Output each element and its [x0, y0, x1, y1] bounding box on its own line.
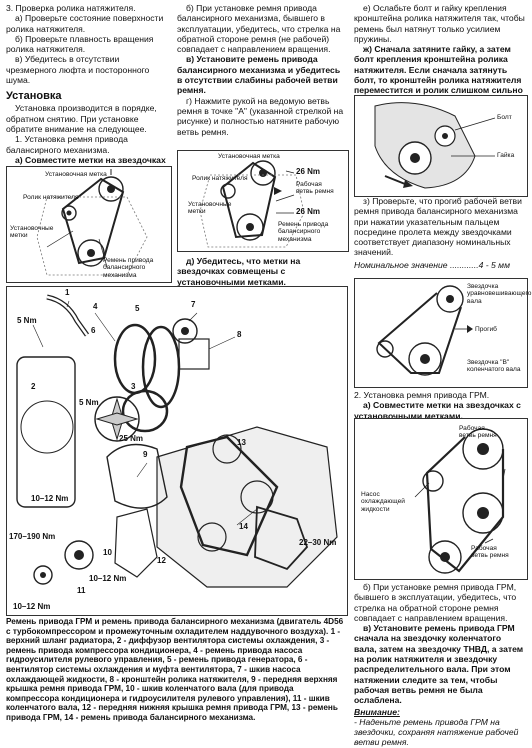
- label-balancer-sprocket: Звездочка уравновешивающего вала: [467, 283, 532, 305]
- torque-10-12nm-bottom: 10–12 Nm: [13, 602, 51, 611]
- figure-balancer-belt-left: Установочная метка Ролик натяжителя Уста…: [6, 166, 172, 283]
- torque-5nm-center: 5 Nm: [79, 398, 99, 407]
- torque-22-30nm: 22–30 Nm: [299, 538, 337, 547]
- label-bolt: Болт: [497, 114, 512, 121]
- paragraph: 2. Установка ремня привода ГРМ.: [354, 390, 490, 400]
- bolt-nut-drawing: [374, 102, 496, 189]
- paragraph: б) При установке ремня привода ГРМ, бывш…: [354, 582, 517, 623]
- paragraph: д) Убедитесь, что метки на звездочках со…: [177, 256, 301, 287]
- figure-caption: Ремень привода ГРМ и ремень привода бала…: [6, 617, 346, 723]
- middle-text-column: б) При установке ремня привода балансирн…: [177, 3, 347, 137]
- right-text-column-mid: з) Проверьте, что прогиб рабочей ветви р…: [354, 196, 526, 270]
- paragraph: б) При установке ремня привода балансирн…: [177, 3, 341, 55]
- paragraph: в) Установите ремень привода ГРМ сначала…: [354, 623, 524, 706]
- note-title: Внимание:: [354, 706, 400, 717]
- torque-26nm-upper: 26 Nm: [296, 167, 321, 176]
- paragraph: г) Нажмите рукой на ведомую ветвь ремня …: [177, 95, 344, 137]
- label-water-pump: Насос охлаждающей жидкости: [361, 491, 405, 513]
- paragraph: а) Совместите метки на звездочках с уста…: [354, 400, 521, 421]
- figure-timing-belt: Рабочая ветвь ремня Насос охлаждающей жи…: [354, 418, 528, 580]
- label-setting-marks: Установочные метки: [188, 201, 232, 216]
- part-number-4: 4: [93, 302, 98, 311]
- torque-25nm: 25 Nm: [119, 434, 144, 443]
- label-balancer-belt: Ремень привода балансирного механизма: [278, 221, 329, 243]
- right-text-column-bottom: б) При установке ремня привода ГРМ, бывш…: [354, 582, 526, 748]
- label-working-side-lower: Рабочая ветвь ремня: [471, 545, 509, 560]
- balancer-belt-drawing: [36, 169, 148, 276]
- exploded-drawing: [16, 294, 338, 588]
- balancer-belt-torque-drawing: [199, 160, 305, 248]
- label-setting-marks: Установочные метки: [10, 225, 54, 240]
- figure-belt-deflection: Звездочка уравновешивающего вала Прогиб …: [354, 278, 532, 388]
- paragraph: б) Проверьте плавность вращения ролика н…: [6, 33, 154, 55]
- part-number-11: 11: [77, 586, 86, 595]
- timing-belt-drawing: [414, 428, 506, 574]
- label-setting-mark: Установочная метка: [45, 171, 107, 178]
- note-text: - Наденьте ремень привода ГРМ на звездоч…: [354, 716, 519, 748]
- paragraph: з) Проверьте, что прогиб рабочей ветви р…: [354, 196, 522, 258]
- caption-text: Ремень привода ГРМ и ремень привода бала…: [6, 617, 344, 722]
- part-number-10: 10: [103, 548, 112, 557]
- right-text-column: е) Ослабьте болт и гайку крепления кронш…: [354, 3, 526, 106]
- paragraph: в) Установите ремень привода балансирног…: [177, 54, 341, 96]
- part-number-14: 14: [239, 522, 248, 531]
- nominal-value: Номинальное значение ............4 - 5 м…: [354, 259, 510, 270]
- part-number-13: 13: [237, 438, 246, 447]
- part-number-5: 5: [135, 304, 140, 313]
- label-working-side-upper: Рабочая ветвь ремня: [459, 425, 497, 440]
- label-tensioner-pulley: Ролик натяжителя: [192, 175, 248, 182]
- paragraph: 1. Установка ремня привода балансирного …: [6, 134, 128, 155]
- right-text-column-sec2: 2. Установка ремня привода ГРМ. а) Совме…: [354, 390, 526, 421]
- torque-5nm-left: 5 Nm: [17, 316, 37, 325]
- label-setting-mark: Установочная метка: [218, 153, 280, 160]
- section-heading: Установка: [6, 90, 62, 103]
- label-tensioner-pulley: Ролик натяжителя: [23, 194, 79, 201]
- paragraph: Установка производится в порядке, обратн…: [6, 103, 157, 134]
- paragraph: е) Ослабьте болт и гайку крепления кронш…: [354, 3, 525, 44]
- belt-deflection-drawing: [376, 285, 473, 376]
- paragraph: а) Проверьте состояние поверхности ролик…: [6, 13, 164, 34]
- figure-balancer-belt-torque: Установочная метка Ролик натяжителя Уста…: [177, 150, 349, 252]
- paragraph: в) Убедитесь в отсутствии чрезмерного лю…: [6, 54, 150, 86]
- label-balancer-belt: Ремень привода балансирного механизма: [103, 257, 154, 279]
- part-number-2: 2: [31, 382, 36, 391]
- paragraph: 3. Проверка ролика натяжителя.: [6, 3, 136, 13]
- label-working-side: Рабочая ветвь ремня: [296, 181, 334, 196]
- torque-26nm-lower: 26 Nm: [296, 207, 321, 216]
- label-crank-sprocket-b: Звездочка "B" коленчатого вала: [467, 359, 521, 374]
- middle-text-column-lower: д) Убедитесь, что метки на звездочках со…: [177, 256, 347, 287]
- torque-170-190nm: 170–190 Nm: [9, 532, 56, 541]
- part-number-12: 12: [157, 556, 166, 565]
- figure-bolt-nut: Болт Гайка: [354, 95, 528, 197]
- part-number-7: 7: [191, 300, 196, 309]
- part-number-8: 8: [237, 330, 242, 339]
- torque-10-12nm-right: 10–12 Nm: [89, 574, 127, 583]
- figure-exploded-view: 1 2 3 4 5 6 7 8 9 10 11 12 13 14 5 Nm 5 …: [6, 286, 348, 616]
- label-deflection: Прогиб: [475, 326, 497, 333]
- part-number-3: 3: [131, 382, 136, 391]
- label-nut: Гайка: [497, 152, 515, 159]
- part-number-1: 1: [65, 288, 70, 297]
- part-number-9: 9: [143, 450, 148, 459]
- part-number-6: 6: [91, 326, 96, 335]
- torque-10-12nm-upper: 10–12 Nm: [31, 494, 69, 503]
